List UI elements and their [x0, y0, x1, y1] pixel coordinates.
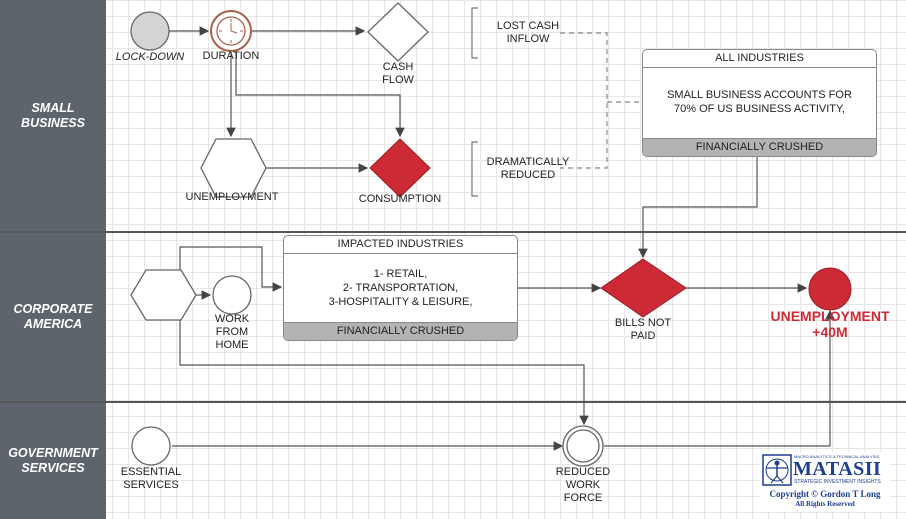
unemployment-hexagon — [200, 138, 267, 198]
matasii-logo: MACRO ANALYTICS & TECHNICAL ANALYSIS MAT… — [760, 452, 890, 512]
dramatically-reduced-label: DRAMATICALLY REDUCED — [486, 156, 570, 181]
work-from-home-label: WORK FROM HOME — [214, 313, 250, 351]
corporate-hexagon — [130, 269, 197, 321]
impacted-industries-body: 1- RETAIL, 2- TRANSPORTATION, 3-HOSPITAL… — [328, 268, 473, 308]
lost-cash-inflow-label: LOST CASH INFLOW — [496, 20, 560, 45]
all-industries-body: SMALL BUSINESS ACCOUNTS FOR 70% OF US BU… — [667, 89, 852, 115]
unemployment-40m-end-event — [808, 267, 852, 311]
lockdown-label: LOCK-DOWN — [115, 51, 185, 63]
essential-services-label: ESSENTIAL SERVICES — [120, 466, 182, 491]
all-industries-footer: FINANCIALLY CRUSHED — [643, 138, 876, 156]
consumption-gateway — [369, 138, 431, 198]
lane-divider — [0, 231, 906, 233]
logo-tagline-top: MACRO ANALYTICS & TECHNICAL ANALYSIS — [794, 454, 880, 459]
lockdown-start-event — [130, 11, 170, 51]
impacted-industries-title: IMPACTED INDUSTRIES — [284, 236, 517, 254]
unemployment-40m-label: UNEMPLOYMENT +40M — [770, 308, 890, 340]
all-industries-title: ALL INDUSTRIES — [643, 50, 876, 68]
all-industries-box: ALL INDUSTRIES SMALL BUSINESS ACCOUNTS F… — [642, 49, 877, 157]
bills-not-paid-gateway — [600, 258, 687, 318]
cash-flow-label: CASH FLOW — [382, 61, 414, 86]
duration-label: DURATION — [202, 50, 260, 62]
essential-services-event — [131, 426, 171, 466]
vitruvian-logo-icon — [762, 454, 792, 486]
logo-rights: All Rights Reserved — [795, 500, 855, 508]
lane-divider — [0, 401, 906, 403]
impacted-industries-footer: FINANCIALLY CRUSHED — [284, 322, 517, 340]
unemployment-label: UNEMPLOYMENT — [185, 191, 279, 203]
consumption-label: CONSUMPTION — [358, 193, 442, 205]
logo-copyright: Copyright © Gordon T Long — [769, 489, 881, 499]
bills-not-paid-label: BILLS NOT PAID — [614, 317, 672, 342]
reduced-work-force-label: REDUCED WORK FORCE — [555, 466, 611, 504]
work-from-home-event — [212, 275, 252, 315]
lane-header-government-services: GOVERNMENT SERVICES — [0, 402, 106, 519]
lane-header-small-business: SMALL BUSINESS — [0, 0, 106, 232]
cash-flow-gateway — [367, 2, 429, 62]
lane-header-corporate-america: CORPORATE AMERICA — [0, 233, 106, 401]
impacted-industries-box: IMPACTED INDUSTRIES 1- RETAIL, 2- TRANSP… — [283, 235, 518, 341]
logo-name: MATASII — [793, 458, 882, 480]
logo-tagline-bottom: STRATEGIC INVESTMENT INSIGHTS — [794, 479, 881, 485]
